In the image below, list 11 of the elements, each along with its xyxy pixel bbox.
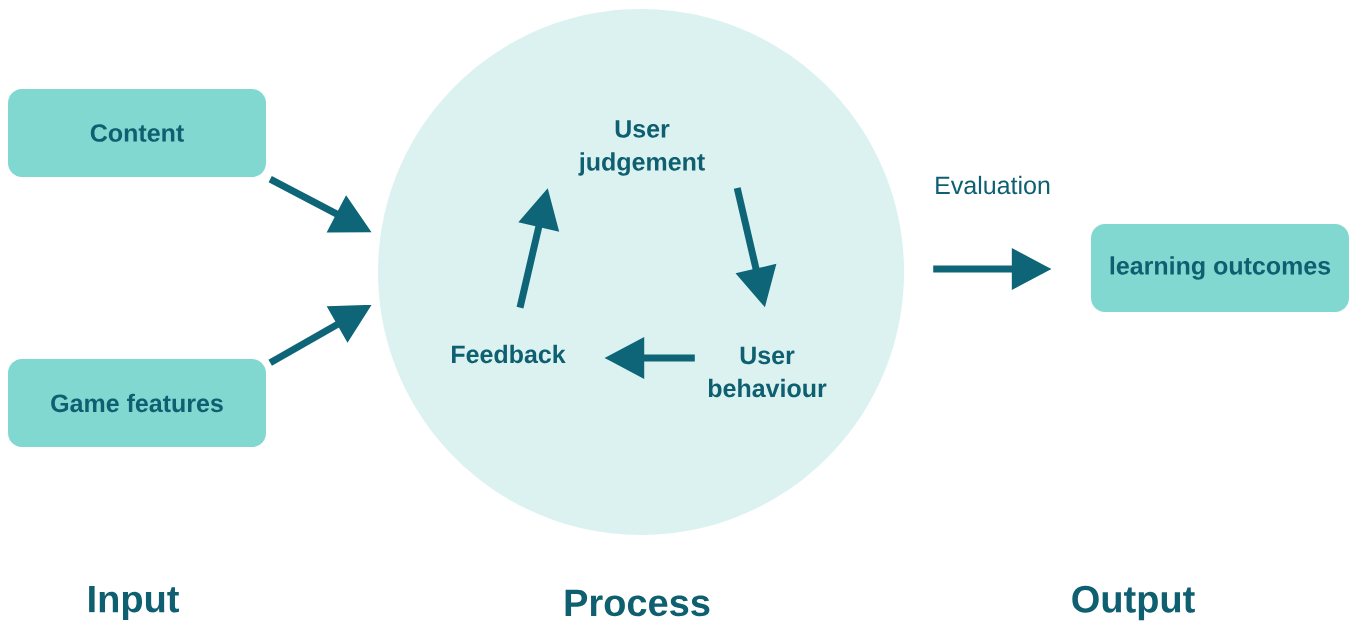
rounded-box: Content [8, 89, 266, 177]
rounded-box: Game features [8, 359, 266, 447]
cycle-label: Feedback [452, 344, 566, 364]
rounded-box: learning outcomes [1091, 224, 1349, 312]
circle-shape [378, 9, 904, 535]
cycle-label: User behaviour [708, 346, 827, 398]
cycle-label: User judgement [578, 120, 705, 176]
column-heading: Process [565, 589, 710, 617]
edge-label: Evaluation [936, 175, 1050, 195]
column-heading: Output [1072, 585, 1195, 621]
column-heading: Input [89, 586, 179, 621]
